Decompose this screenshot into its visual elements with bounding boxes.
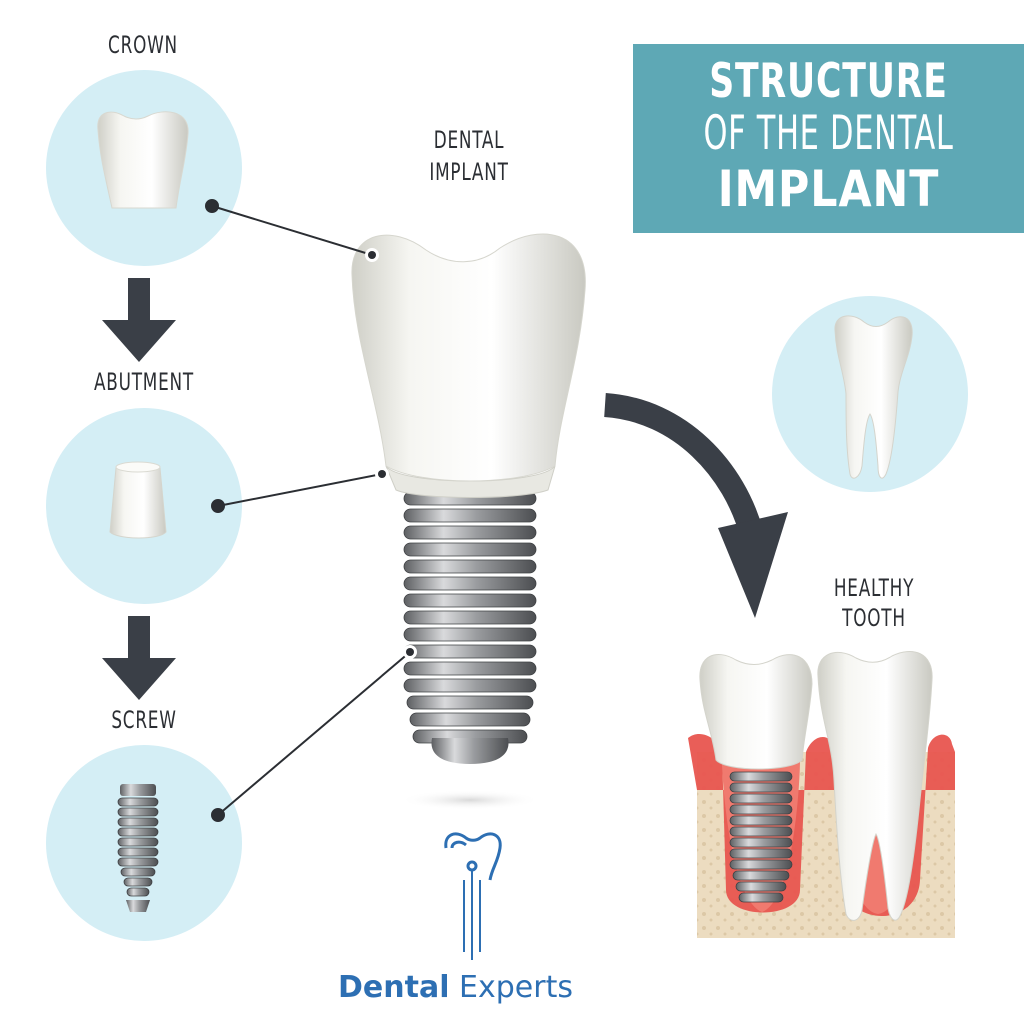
title-line-2: OF THE DENTAL xyxy=(703,106,954,161)
brand-name-light: Experts xyxy=(459,970,573,1005)
screw-thread xyxy=(403,644,537,659)
dental-implant-label-line-2: IMPLANT xyxy=(429,158,509,186)
screw-thread xyxy=(117,827,159,837)
down-arrow-icon xyxy=(102,278,176,362)
screw-thread xyxy=(117,817,159,827)
dental-implant-label-line-1: DENTAL xyxy=(433,126,505,154)
crown-icon xyxy=(97,111,189,209)
screw-thread xyxy=(403,559,537,574)
screw-thread xyxy=(729,771,793,782)
implant-crown xyxy=(351,233,586,482)
leader-lines xyxy=(205,199,417,822)
screw-thread xyxy=(738,892,784,903)
section-implant-screw xyxy=(729,771,793,903)
section-implant-crown xyxy=(699,654,813,770)
crown-leader-line xyxy=(211,205,373,256)
screw-thread xyxy=(403,610,537,625)
screw-thread xyxy=(729,859,793,870)
crown-leader-dot xyxy=(205,199,219,213)
screw-thread xyxy=(403,593,537,608)
implant-screw-threads xyxy=(403,491,537,744)
natural-healthy-tooth xyxy=(817,651,933,921)
screw-thread xyxy=(403,576,537,591)
title-line-3: IMPLANT xyxy=(717,160,940,218)
screw-thread xyxy=(403,678,537,693)
screw-thread xyxy=(732,870,790,881)
screw-thread xyxy=(123,877,153,887)
screw-thread xyxy=(403,508,537,523)
screw-label: SCREW xyxy=(111,706,177,734)
crown-label: CROWN xyxy=(108,31,178,59)
dental-implant-illustration xyxy=(351,233,586,810)
screw-thread xyxy=(729,782,793,793)
screw-thread xyxy=(729,826,793,837)
healthy-tooth-label-line-2: TOOTH xyxy=(842,604,906,632)
screw-leader-dot xyxy=(211,808,225,822)
screw-thread xyxy=(406,695,534,710)
screw-leader-line xyxy=(217,651,411,816)
screw-thread xyxy=(735,881,787,892)
screw-thread xyxy=(117,837,159,847)
abutment-leader-dot xyxy=(211,499,225,513)
dental-experts-logo-icon xyxy=(444,832,502,960)
screw-icon xyxy=(117,784,159,912)
screw-thread xyxy=(403,627,537,642)
screw-thread xyxy=(729,837,793,848)
abutment-leader-line xyxy=(217,473,383,507)
healthy-tooth-label-line-1: HEALTHY xyxy=(833,574,915,602)
screw-thread xyxy=(729,848,793,859)
down-arrow-icon xyxy=(102,616,176,700)
screw-thread xyxy=(117,847,159,857)
screw-thread xyxy=(729,815,793,826)
curved-arrow-icon xyxy=(603,393,788,618)
down-arrows xyxy=(102,278,176,700)
implant-screw-tip xyxy=(431,738,509,764)
title-panel: STRUCTURE OF THE DENTAL IMPLANT xyxy=(633,44,1024,233)
screw-thread xyxy=(403,525,537,540)
brand-logo-text: Dental Experts xyxy=(338,970,573,1005)
screw-thread xyxy=(117,807,159,817)
screw-thread xyxy=(117,857,159,867)
title-line-1: STRUCTURE xyxy=(709,54,948,109)
screw-thread xyxy=(403,542,537,557)
screw-thread xyxy=(126,887,150,897)
screw-thread xyxy=(729,793,793,804)
screw-thread xyxy=(409,712,531,727)
screw-thread xyxy=(729,804,793,815)
abutment-label: ABUTMENT xyxy=(94,368,194,396)
screw-thread xyxy=(403,661,537,676)
screw-thread xyxy=(117,797,159,807)
screw-thread xyxy=(120,867,156,877)
healthy-tooth-cross-section xyxy=(688,651,955,938)
brand-name-bold: Dental xyxy=(338,970,450,1005)
abutment-icon xyxy=(109,461,167,539)
natural-tooth-icon xyxy=(834,315,913,479)
